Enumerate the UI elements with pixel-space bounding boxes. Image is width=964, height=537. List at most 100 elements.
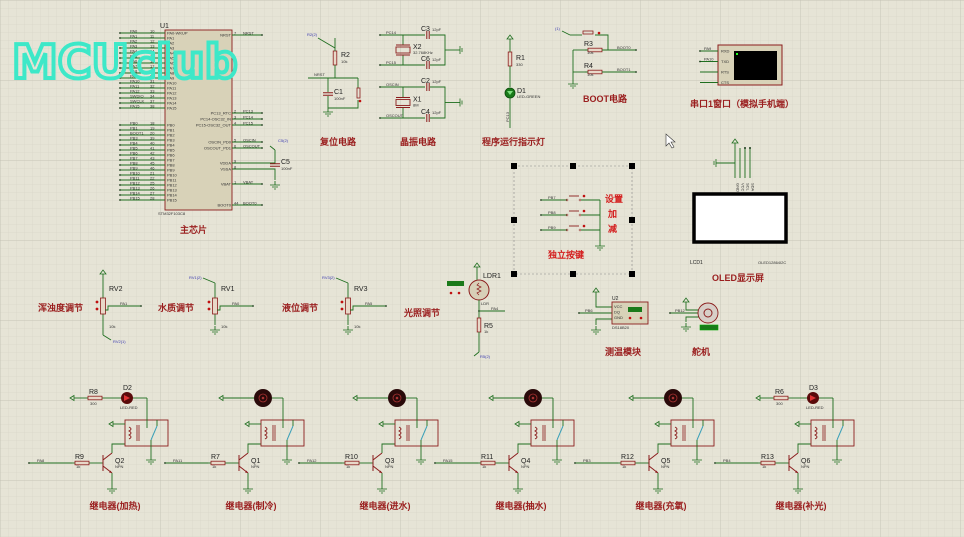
key-net: PB7 xyxy=(548,195,556,200)
pin-name: VBAT xyxy=(221,181,232,186)
wire xyxy=(317,37,336,49)
terminal-arrow-icon xyxy=(218,394,224,402)
pin-name: PB6 xyxy=(167,152,175,157)
terminal-arrow-icon xyxy=(378,420,384,428)
pot-net: PA5 xyxy=(365,301,373,306)
potentiometer xyxy=(212,297,218,315)
wire xyxy=(517,443,531,453)
r2-value: 10k xyxy=(341,59,347,64)
r5-resistor xyxy=(476,317,482,333)
ground-icon xyxy=(692,459,702,465)
r4-value: 10k xyxy=(587,72,593,77)
temp-title: 测温模块 xyxy=(605,346,642,357)
ground-icon xyxy=(591,329,601,335)
temp-net: PB6 xyxy=(585,308,593,313)
base-resistor xyxy=(480,460,496,466)
pin-name: BOOT0 xyxy=(217,202,231,207)
junction xyxy=(574,462,576,464)
junction xyxy=(119,97,121,99)
pin-name: PC14-OSC32_IN xyxy=(200,116,231,121)
wire xyxy=(561,30,571,36)
d1-value: LED-GREEN xyxy=(517,94,540,99)
wire xyxy=(335,277,349,284)
ground-icon xyxy=(595,245,605,251)
d1-ref: D1 xyxy=(517,88,526,95)
pin-net: PB0 xyxy=(130,120,138,125)
relay-coil xyxy=(263,426,268,440)
r5-value: 1k xyxy=(484,329,488,334)
pin-net: PA0 xyxy=(130,28,138,33)
wire xyxy=(657,443,671,453)
led-resistor xyxy=(773,395,789,401)
junction xyxy=(119,37,121,39)
pin-net: PB5 xyxy=(130,145,138,150)
crystal-ref: X2 xyxy=(413,44,422,51)
cap-ref: C3 xyxy=(421,26,430,33)
r4-ref: R4 xyxy=(584,63,593,70)
pin-number: 37 xyxy=(150,98,155,103)
ground-icon xyxy=(459,98,463,107)
junction xyxy=(540,214,542,216)
relay-title: 继电器(加热) xyxy=(90,500,141,511)
wire xyxy=(595,292,612,308)
junction xyxy=(119,144,121,146)
pin-net: PA4 xyxy=(130,48,138,53)
serial-net: PA9 xyxy=(704,46,712,51)
junction xyxy=(582,209,586,213)
pin-number: 22 xyxy=(150,175,155,180)
temp-part: DS18B20 xyxy=(612,325,630,330)
ground-icon xyxy=(377,488,387,494)
junction xyxy=(119,169,121,171)
wire xyxy=(247,443,261,453)
capacitor xyxy=(426,114,430,122)
transistor-ref: Q2 xyxy=(115,458,124,465)
led-value: LED-RED xyxy=(120,405,138,410)
transistor-ref: Q3 xyxy=(385,458,394,465)
pin-number: 31 xyxy=(150,78,155,83)
pin-name: VDDA xyxy=(220,160,231,165)
junction xyxy=(714,462,716,464)
pin-name: PA4 xyxy=(167,50,175,55)
motor-shaft xyxy=(261,396,265,400)
pin-number: 9 xyxy=(234,158,237,163)
junction xyxy=(261,147,263,149)
ground-icon xyxy=(681,326,691,332)
pin-net: NRST xyxy=(243,30,254,35)
junction xyxy=(119,179,121,181)
pin-name: PB3 xyxy=(167,137,175,142)
junction xyxy=(207,300,211,304)
led-resistor xyxy=(87,395,103,401)
r3-value: 10k xyxy=(587,50,593,55)
junction xyxy=(119,139,121,141)
pin-name: PB8 xyxy=(167,162,175,167)
c1-value: 100nF xyxy=(334,96,346,101)
ldr-readout xyxy=(447,281,464,286)
key-net: PB9 xyxy=(548,225,556,230)
serial-pin: RXD xyxy=(721,49,730,54)
pin-net: PA6 xyxy=(130,58,138,63)
ground-icon xyxy=(793,488,803,494)
potentiometer xyxy=(100,297,106,315)
relay xyxy=(124,419,169,447)
pin-number: 12 xyxy=(150,38,155,43)
wire xyxy=(105,305,141,311)
ground-icon xyxy=(243,488,253,494)
junction xyxy=(119,134,121,136)
junction xyxy=(597,31,601,35)
junction xyxy=(119,72,121,74)
indicator-title: 程序运行指示灯 xyxy=(482,136,545,147)
pin-number: 42 xyxy=(150,150,155,155)
led-resistor-ref: R8 xyxy=(89,389,98,396)
pin-net: PA2 xyxy=(130,38,138,43)
crystal-title: 晶振电路 xyxy=(400,136,437,147)
pin-net: PA8 xyxy=(130,68,138,73)
junction xyxy=(379,64,381,66)
pin-net: PC14 xyxy=(243,114,254,119)
oled-pin: SDA xyxy=(751,183,756,192)
pin-net: BOOT0 xyxy=(243,200,257,205)
wire xyxy=(473,351,480,357)
base-resistor-ref: R7 xyxy=(211,454,220,461)
serial-pin: CTS xyxy=(721,80,729,85)
crystal-plate xyxy=(396,44,410,56)
